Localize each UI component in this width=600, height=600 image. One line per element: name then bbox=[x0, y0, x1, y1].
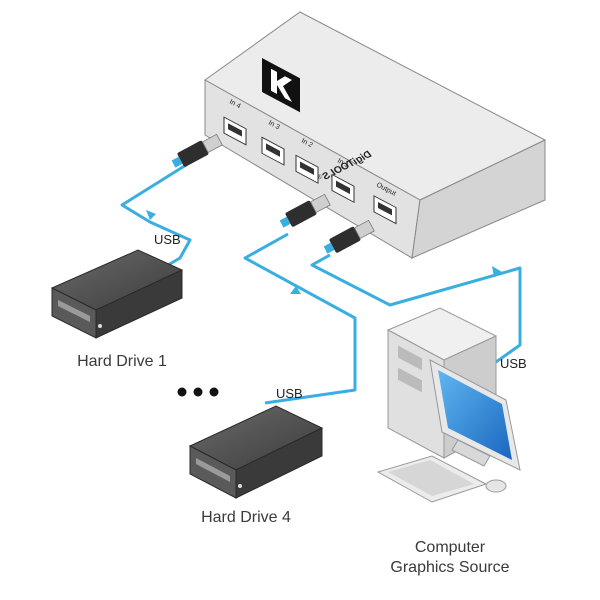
port-in-1: In 1 bbox=[331, 158, 355, 203]
cable-arrows bbox=[146, 210, 502, 294]
usb-plug-output bbox=[323, 219, 375, 254]
computer-keyboard bbox=[376, 455, 488, 503]
cable-hard-drive-4 bbox=[243, 232, 357, 405]
port-in-2: In 2 bbox=[295, 138, 319, 184]
usb-cables bbox=[120, 163, 522, 405]
computer-graphics-source bbox=[376, 307, 521, 503]
port-label-in-3: In 3 bbox=[267, 120, 281, 132]
hard-drive-1 bbox=[50, 249, 184, 339]
caption-hard-drive-4: Hard Drive 4 bbox=[201, 509, 291, 526]
caption-computer-line-1: Computer bbox=[414, 539, 486, 556]
computer-mouse bbox=[485, 479, 507, 493]
port-label-in-1: In 1 bbox=[336, 158, 350, 170]
arrow-computer-cable bbox=[492, 266, 502, 277]
arrow-hd4-cable bbox=[290, 286, 301, 294]
port-in-3: In 3 bbox=[261, 120, 285, 166]
usb-plug-in-4 bbox=[171, 133, 223, 168]
usb-switcher-device: DigiTOOLS ® In 4 In 3 In 2 In 1 bbox=[204, 11, 547, 259]
device-trademark: ® bbox=[315, 172, 324, 182]
usb-plugs bbox=[171, 133, 375, 254]
port-label-in-2: In 2 bbox=[300, 138, 314, 150]
usb-label-hard-drive-1: USB bbox=[154, 232, 181, 247]
cable-hard-drive-1 bbox=[120, 163, 192, 270]
hard-drive-4 bbox=[188, 405, 324, 499]
usb-label-computer: USB bbox=[500, 356, 527, 371]
arrow-hd1-cable bbox=[146, 210, 156, 220]
usb-plug-in-2 bbox=[279, 193, 331, 228]
port-in-4: In 4 bbox=[223, 99, 247, 146]
caption-hard-drive-1: Hard Drive 1 bbox=[77, 353, 167, 370]
caption-computer-line-2: Graphics Source bbox=[390, 559, 510, 576]
port-label-in-4: In 4 bbox=[228, 99, 242, 111]
usb-label-hard-drive-4: USB bbox=[276, 386, 303, 401]
device-side bbox=[411, 139, 546, 259]
computer-monitor bbox=[429, 359, 521, 471]
ellipsis-dots bbox=[177, 387, 219, 397]
kramer-logo bbox=[262, 57, 300, 113]
caption-computer: Computer Graphics Source bbox=[370, 538, 530, 578]
device-ports: In 4 In 3 In 2 In 1 Output bbox=[223, 99, 397, 225]
cable-computer bbox=[310, 253, 522, 364]
